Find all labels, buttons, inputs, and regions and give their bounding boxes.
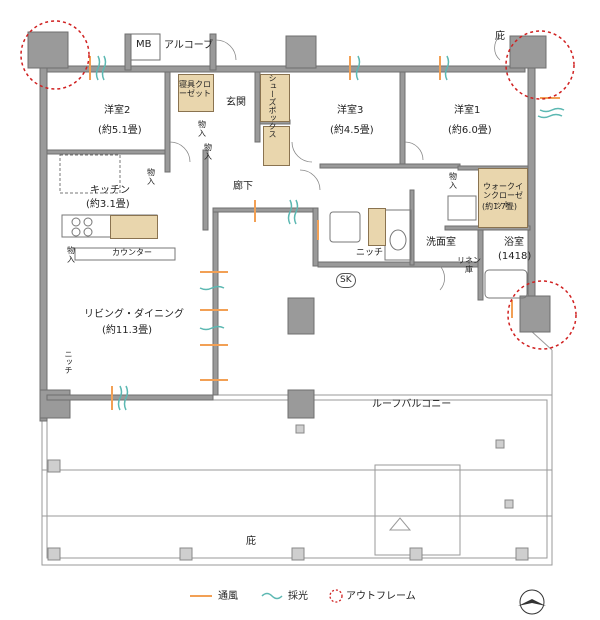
legend-daylight: 採光 [288,591,308,602]
room3-closet [263,126,290,166]
legend-ventilation: 通風 [218,591,238,602]
mb-label: MB [136,39,152,50]
eaves-bottom-label: 庇 [246,536,256,547]
storage-label-4: 物入 [449,172,457,190]
room2-label: 洋室2 [104,105,131,116]
living-size: (約11.3畳) [102,325,153,336]
washroom-label: 洗面室 [426,237,456,248]
bath-size: (1418) [498,251,532,262]
bath-label: 浴室 [504,237,524,248]
legend-outframe: アウトフレーム [346,591,416,602]
niche-box [368,208,386,246]
eaves-posts [47,424,529,561]
storage-label-5: 物入 [67,246,75,264]
room1-size: (約6.0畳) [448,125,492,136]
shoebox-label: シューズボックス [268,74,277,138]
entrance-label: 玄関 [226,97,246,108]
door-swings [169,35,501,291]
linen-label: リネン庫 [457,256,481,274]
counter-label: カウンター [112,248,152,257]
room3-label: 洋室3 [337,105,364,116]
compass-icon [518,589,546,615]
sk-label: SK [336,273,356,288]
wic-label: ウォークインクローゼット [483,182,523,209]
kitchen-size: (約3.1畳) [86,199,130,210]
living-label: リビング・ダイニング [84,309,184,320]
storage-label-2: 物入 [204,143,212,161]
kitchen-label: キッチン [90,185,130,196]
room3-size: (約4.5畳) [330,125,374,136]
walls [27,31,551,422]
niche-label-2: ニッチ [64,350,73,374]
outframe-circles [20,20,577,350]
roof-balcony-label: ルーフバルコニー [372,399,452,410]
daylight-markers [95,55,565,411]
wic-size: (約1.7畳) [482,202,517,211]
wic-box [478,168,528,228]
niche-label: ニッチ [356,248,384,258]
counter-box [110,215,158,239]
terrace-outline [41,329,553,566]
room1-label: 洋室1 [454,105,481,116]
bed-closet-label: 寝具クローゼット [179,80,211,98]
legend-glyphs [190,589,343,603]
ventilation-markers [89,56,560,410]
shoebox [260,74,290,122]
eaves-top-label: 庇 [495,31,505,42]
storage-label-3: 物入 [147,168,155,186]
alcove-label: アルコーブ [164,40,214,51]
hall-label: 廊下 [233,181,253,192]
bed-closet [178,74,214,112]
storage-label-1: 物入 [198,120,206,138]
room2-size: (約5.1畳) [98,125,142,136]
